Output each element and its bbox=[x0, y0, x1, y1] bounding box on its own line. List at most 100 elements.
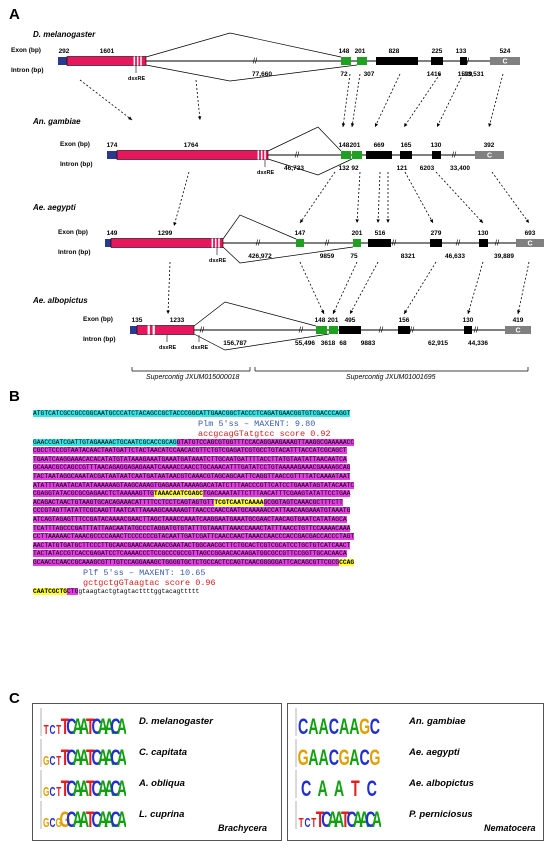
species-2-exon-red bbox=[110, 238, 224, 248]
species-1-exon-len-3: 201 bbox=[350, 142, 361, 149]
species-0-exon-len-1: 1601 bbox=[100, 48, 115, 55]
dsxre-highlight-6: TCGTCAATCAAAA bbox=[214, 498, 264, 506]
species-0-dsxre-stripe-0 bbox=[133, 56, 136, 66]
homology-arrow-8-head bbox=[173, 222, 177, 226]
species-3-break-1: // bbox=[299, 326, 304, 335]
species-0-exon-len-4: 828 bbox=[389, 48, 400, 55]
species-2-exon-blue bbox=[105, 239, 111, 247]
species-3-break-2: // bbox=[379, 326, 384, 335]
logo-left-0-letter-12: A bbox=[117, 714, 126, 738]
species-0-exon-green-1 bbox=[357, 57, 367, 65]
species-0-exon-grey bbox=[490, 57, 520, 65]
species-3-break-4: // bbox=[474, 326, 479, 335]
species-1-dsxre-stripe-2 bbox=[264, 150, 266, 160]
species-1-intron-len-3: 121 bbox=[397, 165, 408, 172]
homology-arrow-5 bbox=[403, 73, 441, 128]
seq-intron-magenta-7-0: ATATTTAAATACATATAAAAAAGTAAGCAAAGTGAGAAAT… bbox=[33, 481, 355, 489]
species-1-exon-len-1: 1764 bbox=[184, 142, 199, 149]
species-2-dsxre-stripe-2 bbox=[218, 238, 220, 248]
logo-left-0-letter-6: A bbox=[79, 714, 89, 738]
species-3-dsxre-stripe-0 bbox=[147, 325, 150, 335]
species-2-exon-len-5: 279 bbox=[431, 230, 442, 237]
logo-left-0-letter-7: T bbox=[86, 714, 95, 738]
species-3-intron-len-2: 3618 bbox=[321, 340, 336, 347]
logo-left-2-letter-11: C bbox=[110, 776, 120, 800]
logo-right-3-letter-4: C bbox=[321, 807, 331, 831]
homology-arrow-18 bbox=[332, 261, 358, 315]
logo-right-0-letter-7: C bbox=[370, 714, 380, 738]
species-3-dsxre-label-0: dsxRE bbox=[159, 345, 176, 351]
logo-right-1-letter-1: A bbox=[308, 745, 318, 769]
species-2-intron-len-3: 8321 bbox=[401, 253, 416, 260]
species-2-c-label: C bbox=[527, 241, 532, 248]
species-0-c-label: C bbox=[502, 59, 507, 66]
homology-arrow-11-head bbox=[376, 219, 380, 223]
species-0-exon-len-7: 524 bbox=[500, 48, 511, 55]
logo-left-1-letter-7: T bbox=[86, 745, 95, 769]
logo-left-2-letter-7: T bbox=[86, 776, 95, 800]
species-2-break-1: // bbox=[325, 239, 330, 248]
logo-left-1-letter-3: T bbox=[61, 745, 70, 769]
species-2-exon-len-1: 1299 bbox=[158, 230, 173, 237]
logo-left-0-letter-10: A bbox=[104, 714, 114, 738]
sequence-panel: ATGTCATCGCCGCCGGCAATGCCCATCTACAGCCGCTACC… bbox=[33, 410, 550, 596]
seq-line-14: AACTATGTGATGCTTCCCTTGCAACGAACAACAAACGAAT… bbox=[33, 541, 550, 551]
exon-row-label-0: Exon (bp) bbox=[11, 47, 41, 54]
species-2-dsxre-stripe-0 bbox=[211, 238, 214, 248]
logo-left-3-letter-8: C bbox=[91, 807, 101, 831]
logo-left-2-letter-10: A bbox=[104, 776, 114, 800]
species-1-exon-red bbox=[116, 150, 269, 160]
logo-left-2-letter-12: A bbox=[117, 776, 126, 800]
seq-line-1: ATGTCATCGCCGCCGGCAATGCCCATCTACAGCCGCTACC… bbox=[33, 410, 550, 419]
species-2-exon-grey bbox=[516, 239, 544, 247]
logo-left-2-letter-3: T bbox=[61, 776, 70, 800]
plm-score-label: accgcagGTatgtcc score 0.92 bbox=[198, 428, 331, 439]
logo-right-2-letter-0: C bbox=[301, 776, 311, 800]
seq-exon-cyan-2: GAACCGATCGATTGTAGAAAACTGCAATCGCACCGCAG bbox=[33, 438, 177, 446]
species-1-dsxre-stripe-0 bbox=[257, 150, 260, 160]
species-0-exon-len-0: 292 bbox=[59, 48, 70, 55]
species-2-exon-len-0: 149 bbox=[107, 230, 118, 237]
intron-row-label-3: Intron (bp) bbox=[83, 336, 116, 343]
species-2-exon-black-1 bbox=[430, 239, 442, 247]
species-2-exon-len-4: 516 bbox=[375, 230, 386, 237]
species-3-intron-len-6: 44,336 bbox=[468, 340, 488, 347]
intron-row-label-1: Intron (bp) bbox=[60, 161, 93, 168]
seq-intron-magenta-8-2: TGACAAATATTCTTTAACATTTCGAAGTATATTCCTGAA bbox=[203, 490, 351, 498]
logo-left-0-letter-9: A bbox=[98, 714, 108, 738]
logo-right-3-letter-12: A bbox=[372, 807, 381, 831]
homology-arrow-2 bbox=[342, 73, 351, 128]
logo-right-3-letter-7: T bbox=[341, 807, 350, 831]
logo-left-0-letter-11: C bbox=[110, 714, 120, 738]
logo-right-0-letter-4: A bbox=[339, 714, 349, 738]
homology-arrow-22-head bbox=[517, 310, 521, 314]
species-2-exon-green-1 bbox=[353, 239, 361, 247]
species-2-break-3: // bbox=[456, 239, 461, 248]
species-left-1: C. capitata bbox=[139, 747, 188, 758]
supercontig-label-2: Supercontig JXUM01001695 bbox=[346, 374, 436, 381]
species-3-intron-len-3: 68 bbox=[339, 340, 347, 347]
homology-arrow-9-head bbox=[300, 219, 304, 223]
logo-right-3-letter-5: A bbox=[328, 807, 338, 831]
species-name-2: Ae. aegypti bbox=[33, 203, 76, 212]
species-1-exon-grey bbox=[475, 151, 504, 159]
homology-arrow-20 bbox=[403, 261, 437, 315]
homology-arrow-21 bbox=[467, 261, 484, 315]
brachycera-label: Brachycera bbox=[218, 823, 268, 833]
logo-left-1-letter-6: A bbox=[79, 745, 89, 769]
logo-left-2-letter-9: A bbox=[98, 776, 108, 800]
species-3-exon-grey bbox=[505, 326, 531, 334]
species-0-dsxre-stripe-1 bbox=[136, 56, 139, 66]
logo-left-1-letter-4: C bbox=[66, 745, 76, 769]
seq-line-11: ATCAGTAGAGTTTCCGATACAAAACGAACTTAGCTAAACC… bbox=[33, 515, 550, 525]
species-name-1: An. gambiae bbox=[33, 117, 81, 126]
logo-right-3-letter-3: T bbox=[316, 807, 325, 831]
seq-line-5: GCAAACGCCAGCCGTTTAACAGAGGAGAGAAATCAAAACC… bbox=[33, 464, 550, 473]
species-3-exon-len-1: 1233 bbox=[170, 317, 185, 324]
seq-line-13: CCTTAAAAACTAAACGCCCCAAACTCCCCCCCGTACAATT… bbox=[33, 533, 550, 542]
logo-right-1-letter-0: G bbox=[298, 745, 309, 769]
species-0-intron-len-2: 307 bbox=[364, 71, 375, 78]
seq-intron-magenta-4-0: TGAATCAAGGAAACACACATATGTATAAAGAAATGAAATG… bbox=[33, 455, 347, 463]
species-3-break-3: // bbox=[410, 326, 415, 335]
